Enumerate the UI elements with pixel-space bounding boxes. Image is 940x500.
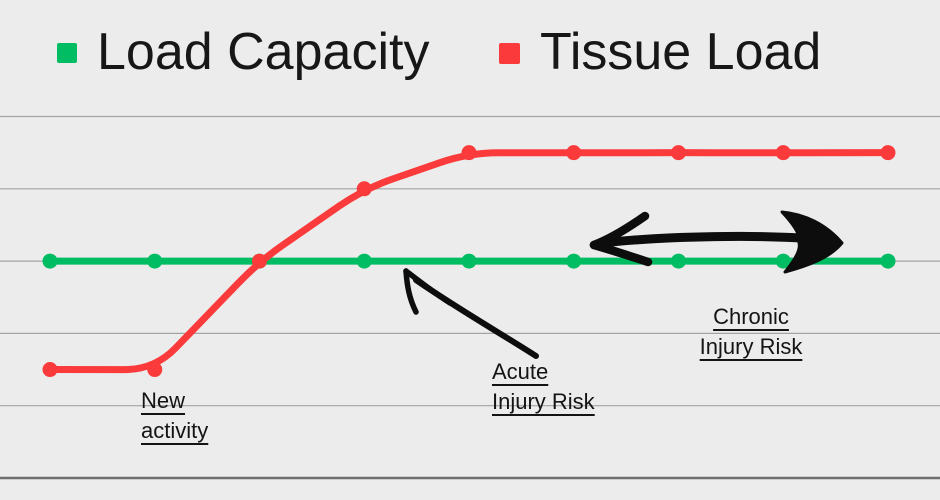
- tissue-load-point: [461, 145, 477, 161]
- load-capacity-swatch-icon: [57, 43, 77, 63]
- annotation-chronic-injury-risk: Chronic Injury Risk: [699, 304, 803, 359]
- legend-item-tissue-load: Tissue Load: [499, 22, 821, 82]
- load-capacity-point: [566, 253, 582, 269]
- load-capacity-point: [147, 253, 163, 269]
- load-capacity-point: [671, 253, 686, 269]
- double-headed-arrow-icon: [589, 210, 844, 274]
- legend: Load Capacity Tissue Load: [0, 22, 940, 82]
- tissue-load-point: [147, 362, 163, 378]
- tissue-load-point: [566, 145, 582, 161]
- legend-label-tissue-load: Tissue Load: [540, 23, 822, 81]
- legend-label-load-capacity: Load Capacity: [97, 23, 430, 81]
- annotation-new-activity: New activity: [141, 388, 209, 443]
- load-capacity-point: [775, 253, 791, 269]
- load-capacity-point: [461, 253, 477, 269]
- tissue-load-point: [356, 181, 372, 197]
- tissue-load-point: [42, 362, 58, 378]
- tissue-load-point: [252, 253, 267, 269]
- load-capacity-point: [880, 253, 896, 269]
- load-capacity-point: [42, 253, 58, 269]
- legend-item-load-capacity: Load Capacity: [57, 22, 429, 82]
- series-lines: [42, 145, 896, 378]
- tissue-load-point: [880, 145, 896, 161]
- tissue-load-point: [775, 145, 791, 161]
- load-capacity-point: [356, 253, 372, 269]
- annotation-acute-injury-risk: Acute Injury Risk: [492, 359, 595, 414]
- tissue-load-point: [671, 145, 686, 161]
- tissue-load-swatch-icon: [499, 42, 520, 64]
- curved-arrow-icon: [403, 268, 539, 359]
